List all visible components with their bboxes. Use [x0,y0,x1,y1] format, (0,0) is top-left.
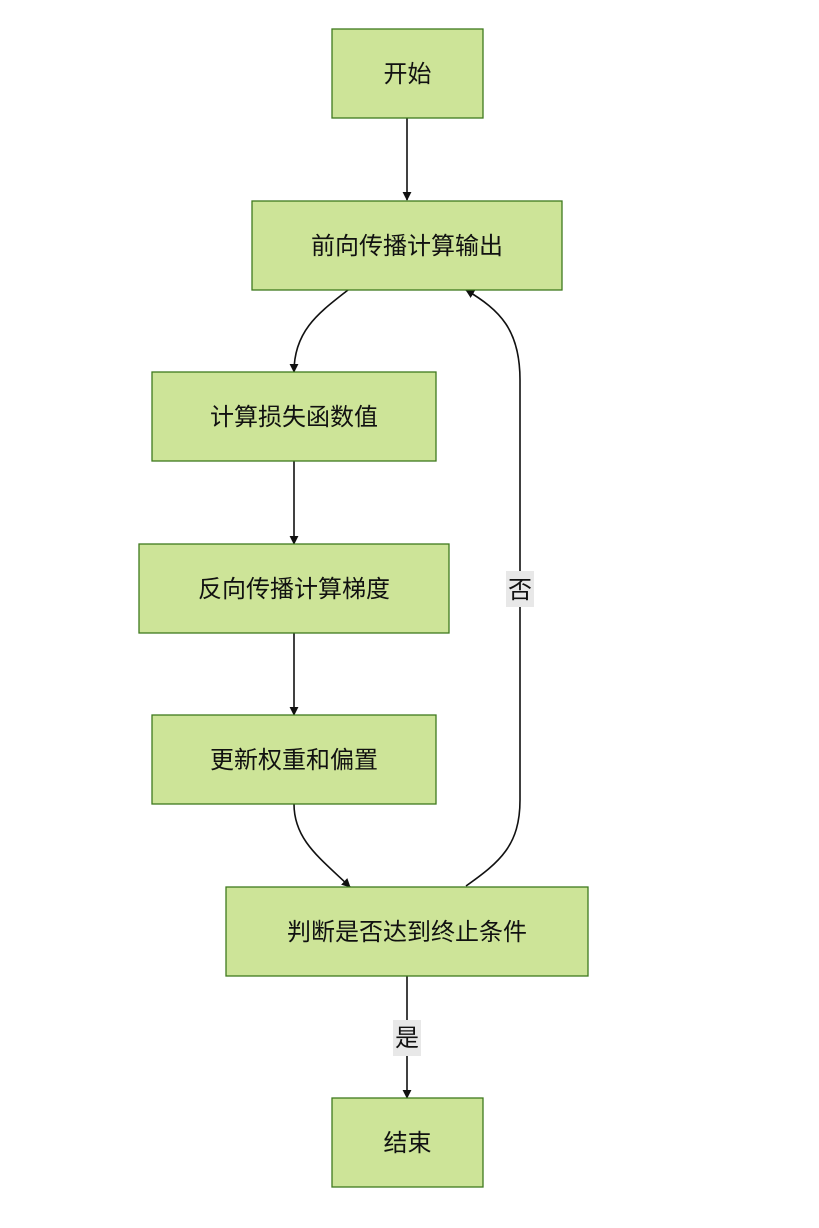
edge-label-yes: 是 [393,1020,421,1056]
node-forward-propagation: 前向传播计算输出 [251,200,563,291]
node-check-termination: 判断是否达到终止条件 [225,886,589,977]
node-check-termination-label: 判断是否达到终止条件 [287,918,527,946]
node-start: 开始 [331,28,484,119]
node-compute-loss-label: 计算损失函数值 [210,403,378,431]
edge-update-to-check [293,803,351,888]
node-start-label: 开始 [384,60,432,88]
node-compute-loss: 计算损失函数值 [151,371,437,462]
node-update-weights-label: 更新权重和偏置 [210,746,378,774]
node-end-label: 结束 [384,1129,432,1157]
node-update-weights: 更新权重和偏置 [151,714,437,805]
node-backward-propagation: 反向传播计算梯度 [138,543,450,634]
node-forward-propagation-label: 前向传播计算输出 [311,232,503,260]
edge-forward-to-loss [289,289,349,373]
node-end: 结束 [331,1097,484,1188]
edge-label-no: 否 [506,571,534,607]
node-backward-propagation-label: 反向传播计算梯度 [198,575,390,603]
edge-label-no-text: 否 [508,576,532,604]
edge-label-yes-text: 是 [395,1024,419,1052]
